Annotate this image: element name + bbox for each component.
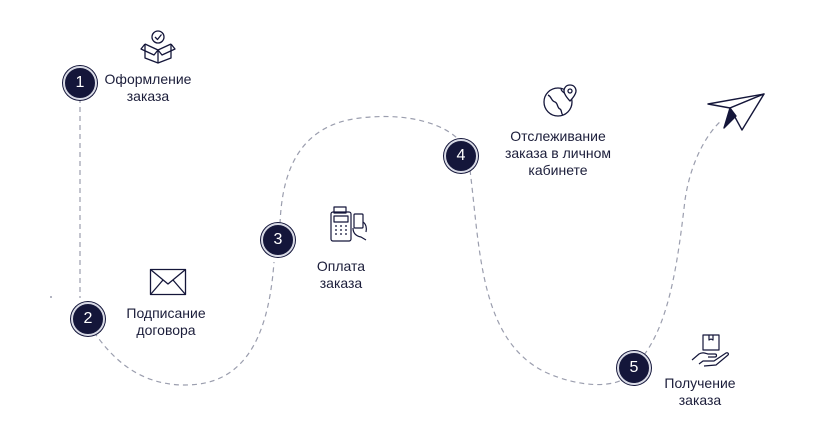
hand-package-icon <box>691 334 729 367</box>
step-3-number: 3 <box>261 223 295 257</box>
step-4-number: 4 <box>444 139 478 173</box>
globe-pin-icon <box>543 84 577 117</box>
paper-plane-icon <box>707 93 765 131</box>
step-1-label: Оформление заказа <box>104 71 192 104</box>
step-2-label: Подписание договора <box>126 305 206 338</box>
route-segment-5-end <box>643 119 723 356</box>
route-segment-3-4 <box>279 115 460 225</box>
payment-terminal-icon <box>330 206 367 242</box>
step-5-label: Получение заказа <box>664 375 736 408</box>
step-1-number: 1 <box>63 66 97 100</box>
route-dot <box>50 296 52 298</box>
envelope-icon <box>149 268 187 296</box>
route-segment-2-3 <box>93 261 275 386</box>
step-2-number: 2 <box>71 302 105 336</box>
step-3-label: Оплата заказа <box>316 258 366 291</box>
step-5-number: 5 <box>617 351 651 385</box>
step-4-label: Отслеживание заказа в личном кабинете <box>504 128 612 178</box>
box-check-icon <box>140 30 176 64</box>
route-segment-4-5 <box>469 169 629 386</box>
